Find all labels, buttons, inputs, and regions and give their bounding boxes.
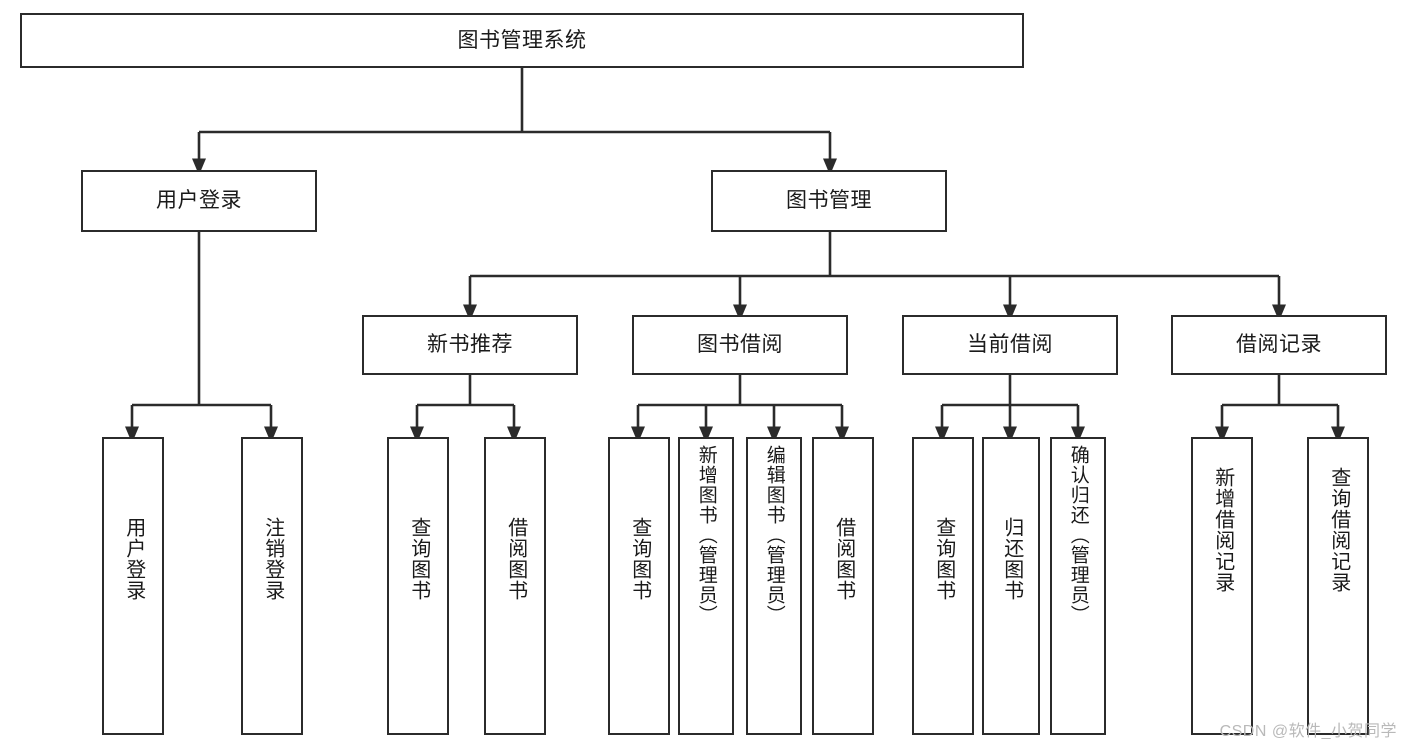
leaf-confirm-return-admin[interactable]: 确认归还（管理员） xyxy=(1050,437,1106,735)
node-label: 新增借阅记录 xyxy=(1211,467,1234,593)
node-label: 借阅图书 xyxy=(832,517,855,601)
node-label: 注销登录 xyxy=(261,517,284,601)
node-book-borrowing[interactable]: 图书借阅 xyxy=(632,315,848,375)
node-label: 用户登录 xyxy=(122,517,145,601)
leaf-query-books-recommendation[interactable]: 查询图书 xyxy=(387,437,449,735)
node-label: 查询图书 xyxy=(407,517,430,601)
node-label: 借阅记录 xyxy=(1236,333,1322,357)
leaf-borrow-books-borrowing[interactable]: 借阅图书 xyxy=(812,437,874,735)
node-label: 当前借阅 xyxy=(967,333,1053,357)
leaf-query-borrowing-record[interactable]: 查询借阅记录 xyxy=(1307,437,1369,735)
node-book-management[interactable]: 图书管理 xyxy=(711,170,947,232)
leaf-query-books-current[interactable]: 查询图书 xyxy=(912,437,974,735)
node-user-login[interactable]: 用户登录 xyxy=(81,170,317,232)
node-label: 用户登录 xyxy=(156,189,242,213)
leaf-edit-book-admin[interactable]: 编辑图书（管理员） xyxy=(746,437,802,735)
node-label: 新书推荐 xyxy=(427,333,513,357)
leaf-logout[interactable]: 注销登录 xyxy=(241,437,303,735)
node-label: 确认归还（管理员） xyxy=(1067,445,1089,625)
node-label: 图书管理 xyxy=(786,189,872,213)
node-label: 新增图书（管理员） xyxy=(695,445,717,625)
leaf-borrow-books-recommendation[interactable]: 借阅图书 xyxy=(484,437,546,735)
node-label: 查询图书 xyxy=(628,517,651,601)
csdn-watermark: CSDN @软件_小贺同学 xyxy=(1219,723,1397,740)
node-borrowing-records[interactable]: 借阅记录 xyxy=(1171,315,1387,375)
node-label: 编辑图书（管理员） xyxy=(763,445,785,625)
leaf-return-books[interactable]: 归还图书 xyxy=(982,437,1040,735)
node-label: 查询借阅记录 xyxy=(1327,467,1350,593)
node-label: 图书借阅 xyxy=(697,333,783,357)
node-current-borrowing[interactable]: 当前借阅 xyxy=(902,315,1118,375)
node-label: 查询图书 xyxy=(932,517,955,601)
node-label: 归还图书 xyxy=(1000,517,1023,601)
leaf-add-book-admin[interactable]: 新增图书（管理员） xyxy=(678,437,734,735)
node-root-book-management-system[interactable]: 图书管理系统 xyxy=(20,13,1024,68)
node-new-book-recommendation[interactable]: 新书推荐 xyxy=(362,315,578,375)
node-label: 借阅图书 xyxy=(504,517,527,601)
leaf-query-books-borrowing[interactable]: 查询图书 xyxy=(608,437,670,735)
leaf-user-login[interactable]: 用户登录 xyxy=(102,437,164,735)
node-label: 图书管理系统 xyxy=(457,28,587,52)
leaf-add-borrowing-record[interactable]: 新增借阅记录 xyxy=(1191,437,1253,735)
